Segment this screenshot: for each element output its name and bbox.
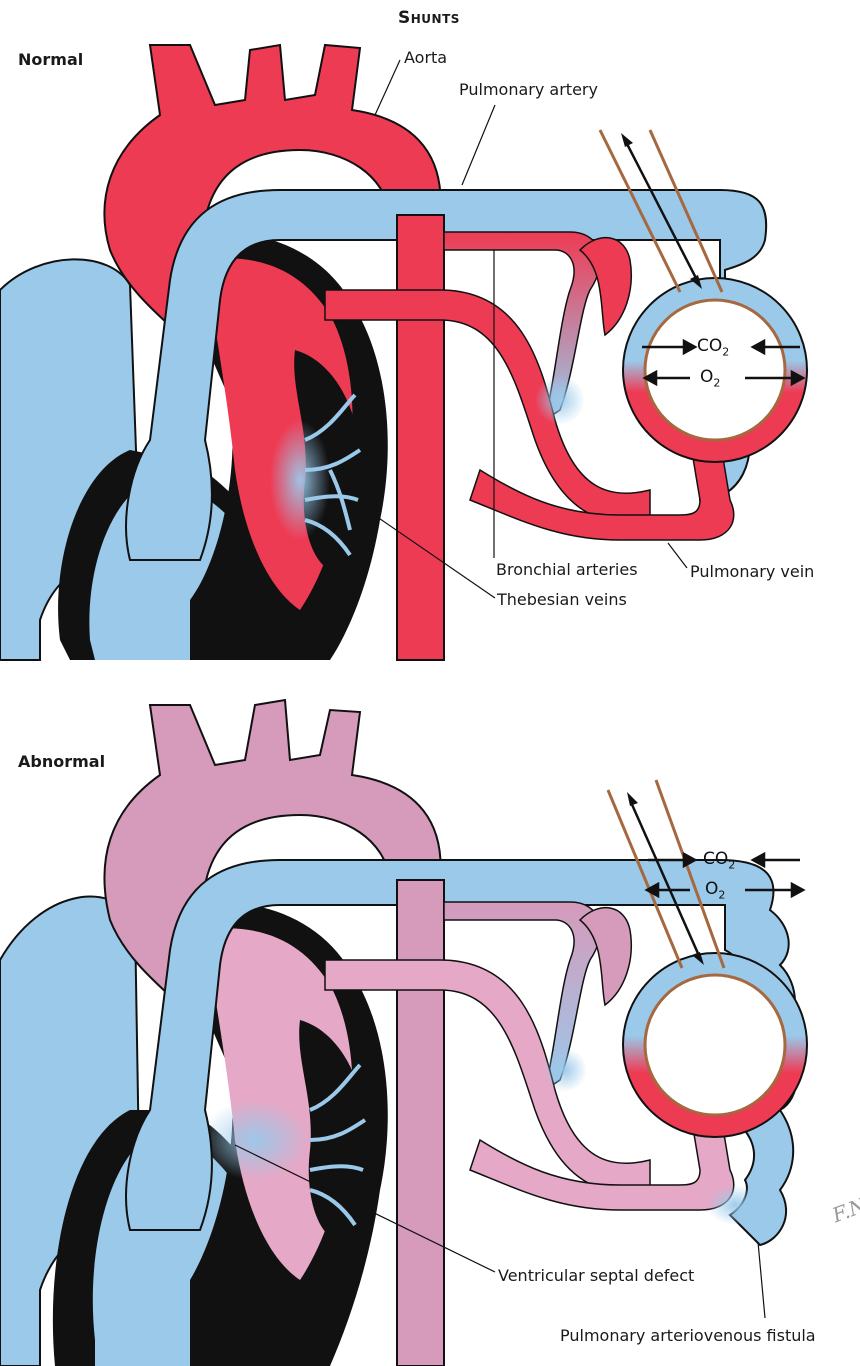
- vsd-blush: [200, 1100, 310, 1180]
- label-bronchial-arteries: Bronchial arteries: [496, 560, 638, 580]
- bronchial-blush-abn: [543, 1048, 587, 1092]
- thebesian-blush: [270, 420, 330, 540]
- gas-o2-normal: O2: [700, 367, 720, 389]
- descending-aorta-abn: [397, 880, 444, 1366]
- label-pulmonary-artery: Pulmonary artery: [459, 80, 598, 100]
- alveolus-inner-abn: [645, 975, 785, 1115]
- bronchial-blush: [535, 375, 585, 425]
- fistula-blush: [707, 1185, 763, 1225]
- normal-panel: [0, 45, 807, 660]
- gas-co2-abnormal: CO2: [703, 849, 735, 871]
- label-thebesian-veins: Thebesian veins: [497, 590, 627, 610]
- arrowhead: [621, 133, 633, 147]
- panel-heading-abnormal: Abnormal: [18, 752, 105, 772]
- label-aorta: Aorta: [404, 48, 447, 68]
- gas-o2-abnormal: O2: [705, 879, 725, 901]
- panel-heading-normal: Normal: [18, 50, 83, 70]
- figure-title: Shunts: [398, 8, 460, 28]
- gas-co2-normal: CO2: [697, 336, 729, 358]
- label-ventricular-septal-defect: Ventricular septal defect: [498, 1266, 694, 1286]
- arrowhead: [627, 792, 638, 806]
- descending-aorta: [397, 215, 444, 660]
- label-pulmonary-vein: Pulmonary vein: [690, 562, 814, 582]
- label-pulmonary-av-fistula: Pulmonary arteriovenous fistula: [560, 1326, 816, 1346]
